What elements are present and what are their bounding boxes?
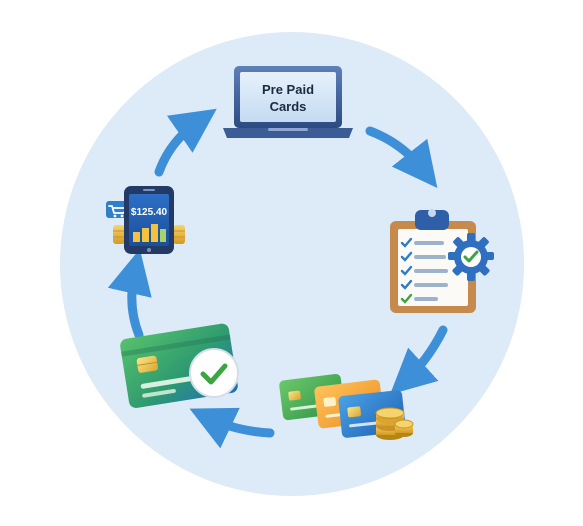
phone-bar-chart [133,224,166,242]
laptop-label-line1: Pre Paid [262,82,314,97]
arrow-approved-to-phone [107,248,152,340]
laptop-icon: Pre Paid Cards [223,66,353,138]
cards-and-coins-icon [279,373,414,440]
checklist-rows [400,237,448,304]
clipboard-checklist-gear-icon [390,209,494,313]
mobile-payment-icon: $125.40 [106,186,185,254]
coin-stack-icon [375,407,414,440]
coins-right-icon [173,225,185,244]
credit-card-checkmark-icon [120,323,239,409]
arrow-cards-to-approved [189,407,275,449]
cycle-arrows [107,108,448,449]
arrow-checklist-to-cards [390,325,448,395]
laptop-label-line2: Cards [270,99,307,114]
gear-icon [448,233,494,281]
shopping-cart-icon [106,201,128,218]
coins-left-icon [113,225,125,244]
payment-amount: $125.40 [131,207,168,218]
arrow-phone-to-laptop [154,108,217,177]
checkmark-badge-icon [189,348,239,398]
arrow-laptop-to-checklist [365,126,438,188]
